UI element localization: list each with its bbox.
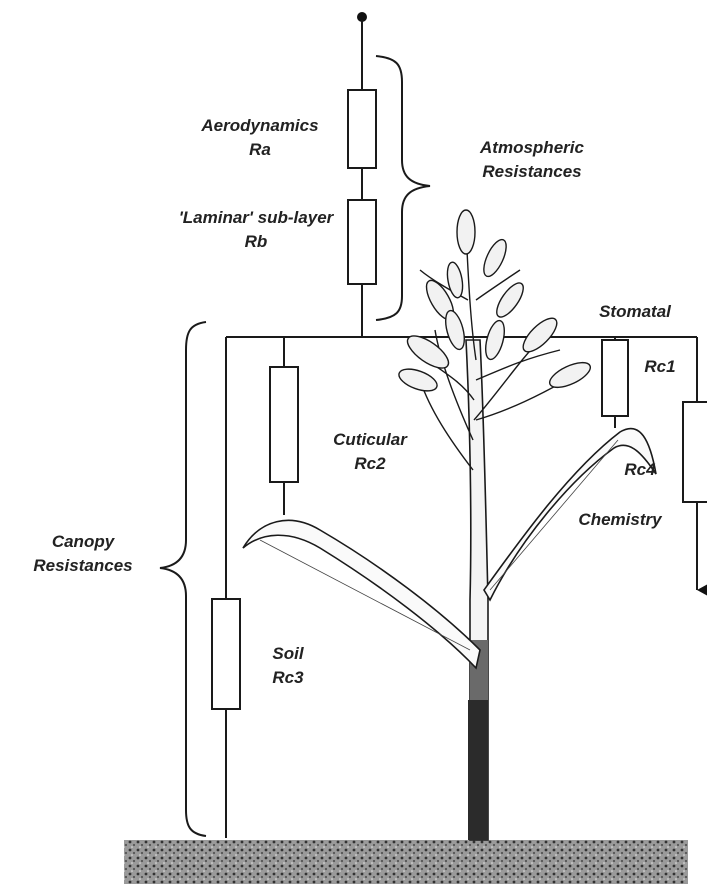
soil-label-line2: Rc3 bbox=[248, 666, 328, 690]
rc2-resistor bbox=[270, 367, 298, 482]
soil-label: Soil Rc3 bbox=[248, 642, 328, 690]
rc4-label-line1: Rc4 bbox=[610, 458, 670, 482]
atmospheric-label: Atmospheric Resistances bbox=[432, 136, 632, 184]
rc3-resistor bbox=[212, 599, 240, 709]
soil-label-line1: Soil bbox=[248, 642, 328, 666]
cuticular-label: Cuticular Rc2 bbox=[305, 428, 435, 476]
canopy-label: Canopy Resistances bbox=[8, 530, 158, 578]
stem-base bbox=[468, 700, 488, 840]
laminar-label-line2: Rb bbox=[156, 230, 356, 254]
chemistry-label: Chemistry bbox=[560, 508, 680, 532]
stomatal-label: Stomatal bbox=[580, 300, 690, 324]
soil-ground bbox=[124, 840, 688, 884]
laminar-label-line1: 'Laminar' sub-layer bbox=[156, 206, 356, 230]
rc1-resistor bbox=[602, 340, 628, 416]
chemistry-resistor bbox=[683, 402, 707, 502]
atmospheric-brace bbox=[376, 56, 430, 320]
rc4-label: Rc4 bbox=[610, 458, 670, 482]
canopy-brace bbox=[160, 322, 206, 836]
atmospheric-label-line2: Resistances bbox=[432, 160, 632, 184]
stomatal-label-line1: Stomatal bbox=[580, 300, 690, 324]
aerodynamics-label-line2: Ra bbox=[160, 138, 360, 162]
canopy-label-line1: Canopy bbox=[8, 530, 158, 554]
aerodynamics-label-line1: Aerodynamics bbox=[160, 114, 360, 138]
rc1-label: Rc1 bbox=[630, 355, 690, 379]
cuticular-label-line1: Cuticular bbox=[305, 428, 435, 452]
chemistry-label-line1: Chemistry bbox=[560, 508, 680, 532]
cuticular-label-line2: Rc2 bbox=[305, 452, 435, 476]
aerodynamics-label: Aerodynamics Ra bbox=[160, 114, 360, 162]
canopy-label-line2: Resistances bbox=[8, 554, 158, 578]
atmospheric-label-line1: Atmospheric bbox=[432, 136, 632, 160]
rc1-label-line1: Rc1 bbox=[630, 355, 690, 379]
laminar-label: 'Laminar' sub-layer Rb bbox=[156, 206, 356, 254]
